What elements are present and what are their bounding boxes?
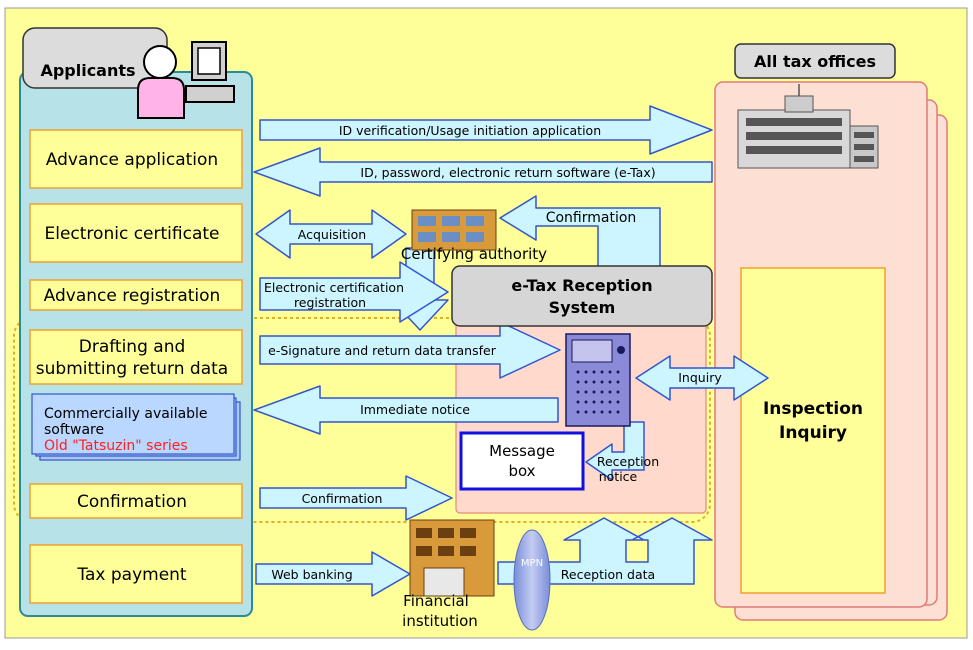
confirmation-label: Confirmation xyxy=(77,492,187,512)
reception-data-label: Reception data xyxy=(561,567,655,582)
server-icon xyxy=(565,333,631,427)
tax-offices-group: All tax offices Inspection Inquiry xyxy=(714,43,948,621)
advance-application-box xyxy=(29,129,243,189)
mpn-network-icon xyxy=(513,529,551,631)
e-signature-label: e-Signature and return data transfer xyxy=(268,343,497,358)
financial-institution-line1: Financial xyxy=(403,592,469,610)
arrow-id-verification xyxy=(259,105,713,155)
arrow-cert-registration xyxy=(259,261,449,323)
tax-office-building-icon xyxy=(737,84,879,169)
cert-registration-label-line1: Electronic certification xyxy=(264,280,404,295)
web-banking-label: Web banking xyxy=(271,567,352,582)
tax-payment-label: Tax payment xyxy=(76,565,187,585)
software-label-line1: Commercially available xyxy=(44,406,208,422)
reception-system-line2: System xyxy=(549,298,616,317)
immediate-notice-label: Immediate notice xyxy=(360,402,470,417)
inquiry-arrow-label: Inquiry xyxy=(678,370,722,385)
office-title-box xyxy=(734,43,896,79)
financial-institution-building-icon xyxy=(409,519,495,597)
inquiry-label: Inquiry xyxy=(779,423,847,443)
inspection-inquiry-box xyxy=(740,267,886,594)
reception-notice-label-line1: Reception xyxy=(597,454,659,469)
drafting-label-line1: Drafting and xyxy=(79,337,186,357)
id-password-label: ID, password, electronic return software… xyxy=(360,165,655,180)
inspection-label: Inspection xyxy=(763,399,863,419)
certifying-authority-label: Certifying authority xyxy=(401,245,547,263)
message-box xyxy=(459,431,585,491)
arrows-group xyxy=(253,105,769,597)
financial-institution-line2: institution xyxy=(402,612,478,630)
message-box-line1: Message xyxy=(489,442,555,460)
arrow-id-password xyxy=(253,147,713,197)
arrow-confirmation-bottom xyxy=(259,475,453,521)
cert-registration-label-line2: registration xyxy=(294,295,366,310)
reception-notice-label-line2: notice xyxy=(599,469,638,484)
advance-registration-box xyxy=(29,279,243,311)
electronic-certificate-box xyxy=(29,203,243,263)
arrow-reception-notice xyxy=(585,421,645,481)
applicant-title: Applicants xyxy=(40,61,135,80)
arrow-reception-data xyxy=(497,517,713,585)
confirmation-box xyxy=(29,483,243,519)
id-verification-label: ID verification/Usage initiation applica… xyxy=(339,123,601,138)
applicant-person-icon xyxy=(137,45,185,119)
certifying-authority-building-icon xyxy=(411,209,497,251)
arrow-web-banking xyxy=(255,551,411,597)
acquisition-label: Acquisition xyxy=(298,227,366,242)
reception-system-box xyxy=(451,265,713,327)
drafting-label-line2: submitting return data xyxy=(36,359,228,379)
software-stack: Commercially available software Old "Tat… xyxy=(31,393,241,461)
computer-icon xyxy=(185,41,235,103)
message-box-line2: box xyxy=(508,462,535,480)
applicants-group: Applicants Advance application Electroni… xyxy=(19,27,253,617)
reception-system-line1: e-Tax Reception xyxy=(511,276,652,295)
advance-application-label: Advance application xyxy=(46,150,218,170)
mpn-label: MPN xyxy=(521,558,543,569)
confirmation-top-label: Confirmation xyxy=(546,210,637,226)
electronic-certificate-label: Electronic certificate xyxy=(45,224,220,244)
office-title: All tax offices xyxy=(754,52,876,71)
arrow-e-signature xyxy=(259,321,561,379)
software-label-line2: software xyxy=(44,422,104,438)
advance-registration-label: Advance registration xyxy=(44,286,221,306)
arrow-acquisition xyxy=(255,209,407,259)
software-label-line3: Old "Tatsuzin" series xyxy=(44,438,188,454)
confirmation-bottom-label: Confirmation xyxy=(302,491,383,506)
e-filing-enclosure xyxy=(13,317,711,523)
arrow-inquiry xyxy=(635,355,769,401)
drafting-box xyxy=(29,329,243,385)
arrow-immediate-notice xyxy=(253,385,559,435)
tax-payment-box xyxy=(29,544,243,604)
